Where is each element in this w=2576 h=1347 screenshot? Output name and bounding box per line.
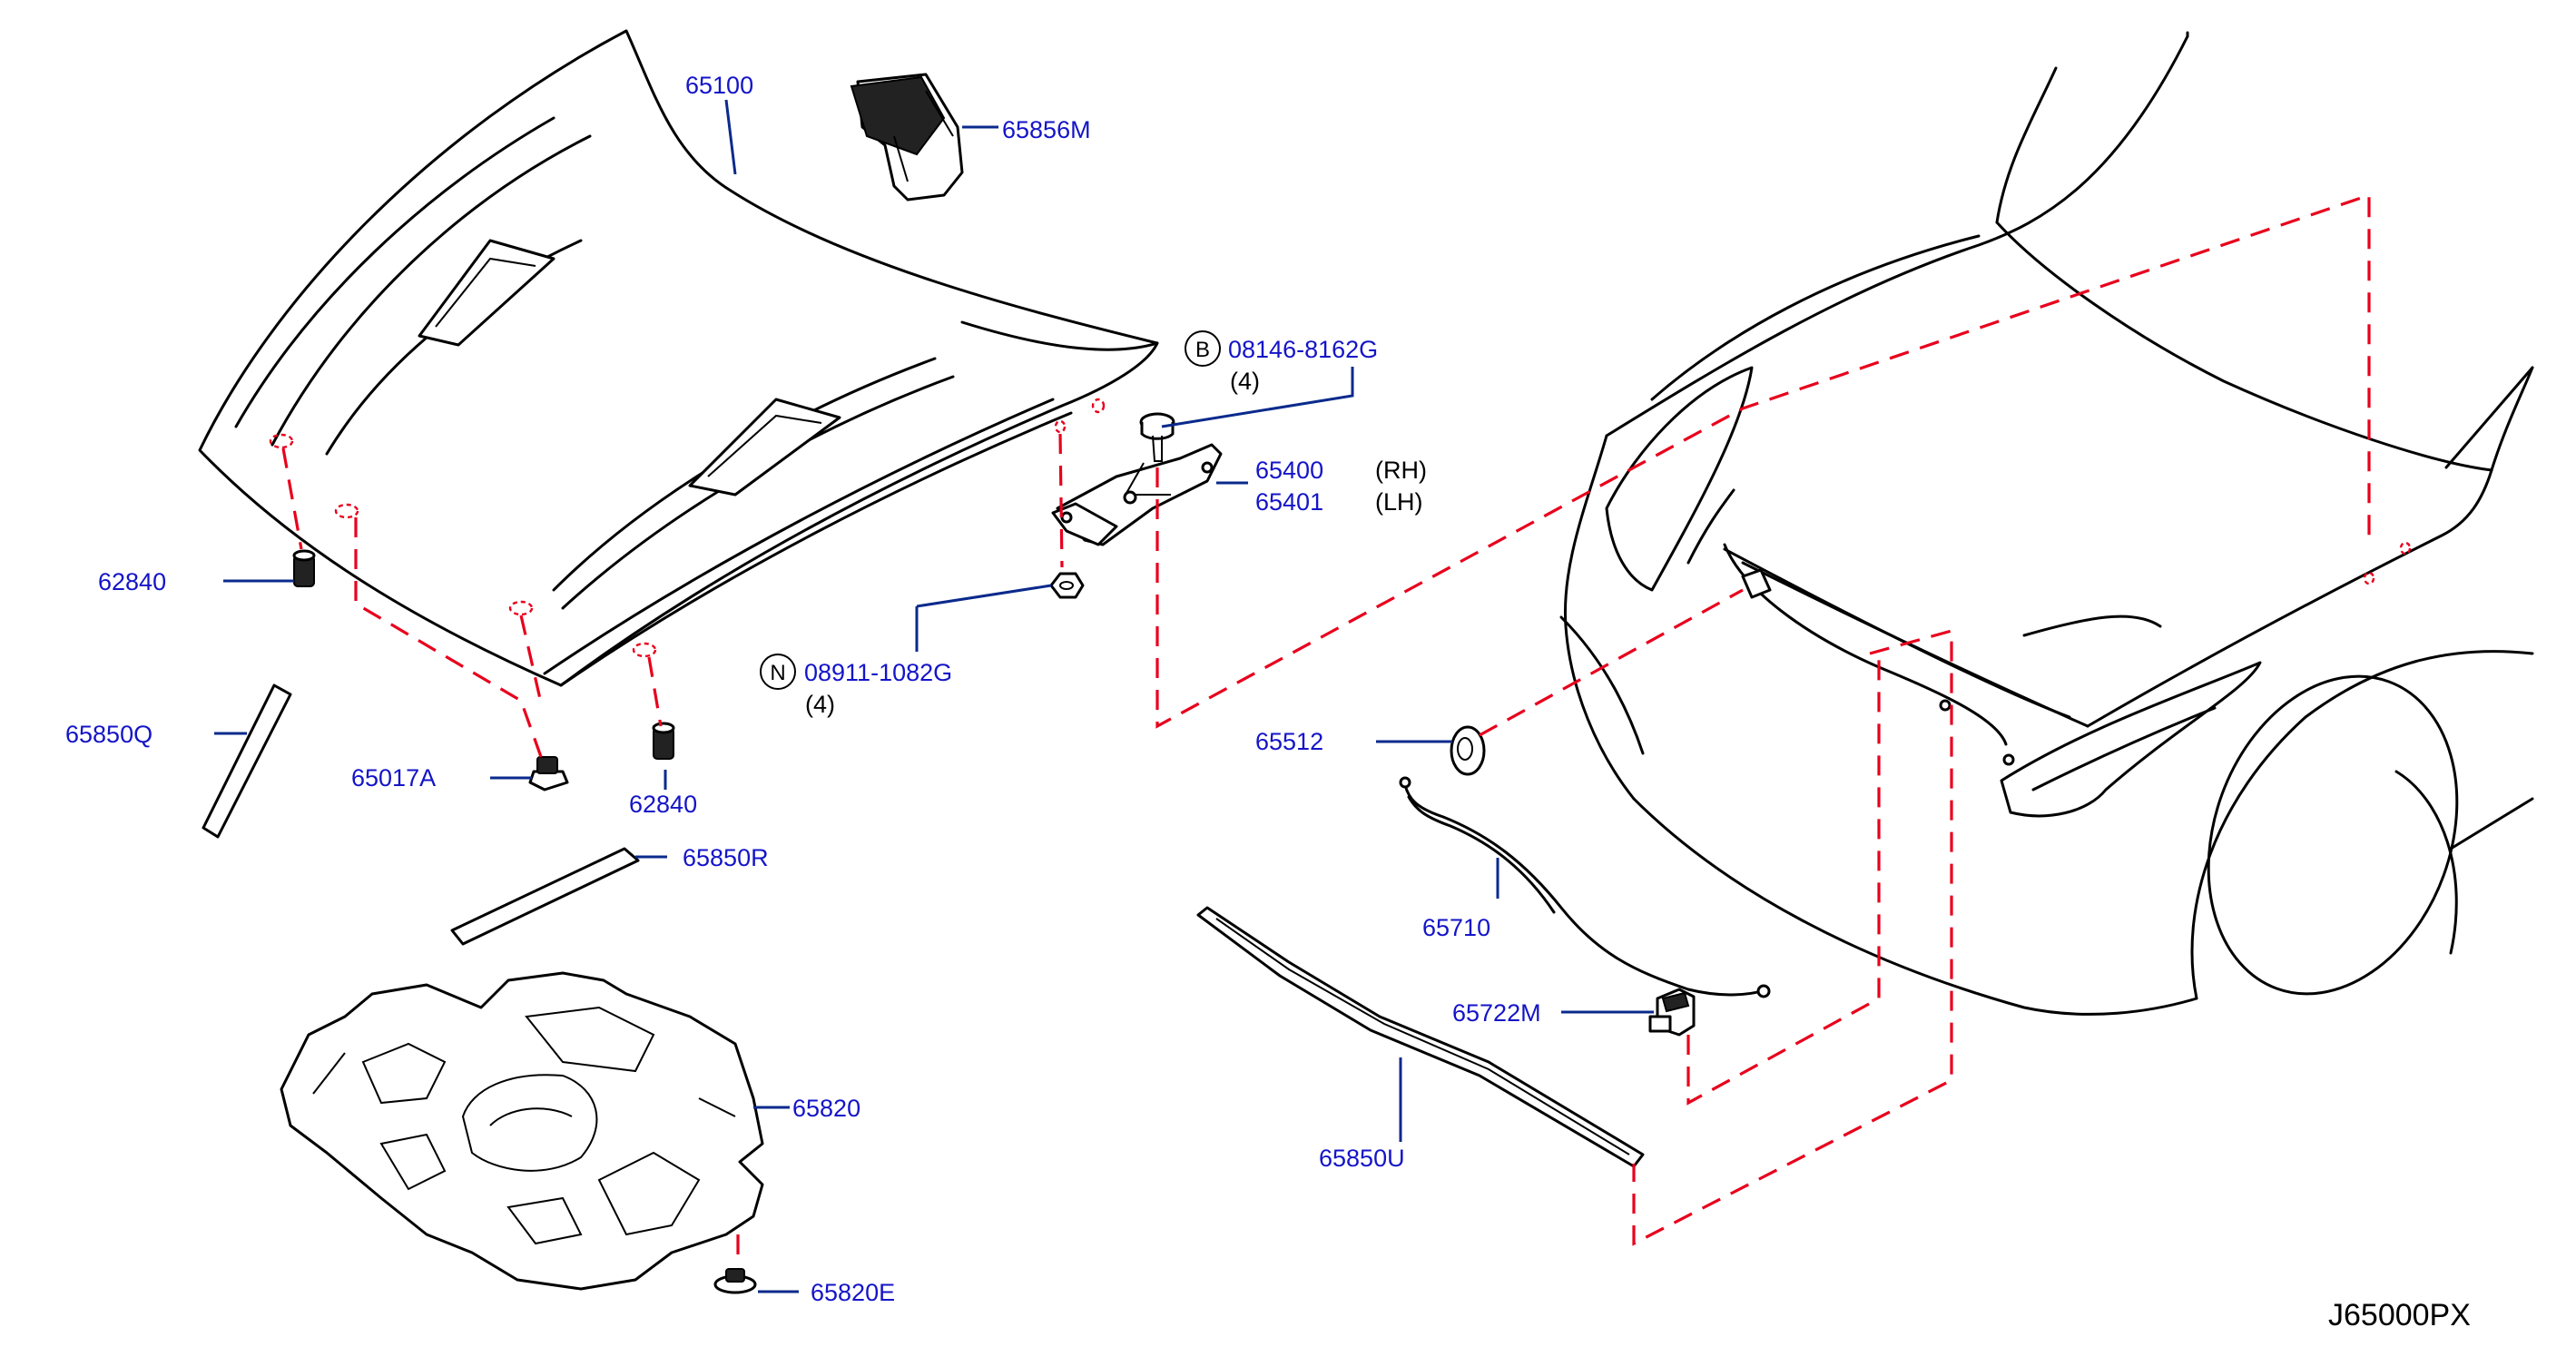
hood-insulator-pad bbox=[850, 73, 964, 202]
label-bumper-rubber-left: 62840 bbox=[98, 568, 166, 595]
label-nut-qty: (4) bbox=[805, 691, 835, 718]
label-bolt: 08146-8162G bbox=[1228, 336, 1378, 363]
part-labels: 65100 65856M 08146-8162G (4) 65400 (RH) … bbox=[65, 72, 1541, 1306]
label-hood-insulator: 65856M bbox=[1002, 116, 1091, 143]
diagram-code: J65000PX bbox=[2328, 1298, 2471, 1332]
nut-symbol: N bbox=[770, 661, 785, 685]
seal-strip-r bbox=[450, 847, 640, 946]
cable-clamp bbox=[1648, 988, 1696, 1037]
hinge-bolt bbox=[1139, 412, 1175, 462]
hood-lock-stopper bbox=[1450, 725, 1486, 776]
vehicle-front-outline bbox=[1559, 31, 2534, 1016]
label-under-cover: 65820 bbox=[792, 1095, 860, 1122]
label-hinge-lh: 65401 bbox=[1255, 488, 1323, 516]
hood-hinge bbox=[1051, 443, 1223, 546]
label-seal-r: 65850R bbox=[683, 844, 769, 871]
under-cover-clip bbox=[713, 1268, 757, 1294]
label-seal-q: 65850Q bbox=[65, 721, 152, 748]
label-hinge-lh-side: (LH) bbox=[1375, 488, 1423, 516]
label-lock-stopper: 65512 bbox=[1255, 728, 1323, 755]
bolt-symbol: B bbox=[1195, 338, 1210, 362]
hinge-nut bbox=[1049, 572, 1085, 599]
hood-panel bbox=[198, 29, 1159, 687]
label-clip: 65017A bbox=[351, 764, 436, 791]
label-bumper-rubber-center: 62840 bbox=[629, 791, 697, 818]
seal-strip-q bbox=[202, 683, 292, 839]
label-under-cover-clip: 65820E bbox=[811, 1279, 895, 1306]
label-release-cable: 65710 bbox=[1422, 914, 1490, 941]
assembly-guide-lines bbox=[269, 192, 2412, 1266]
label-hinge-rh: 65400 bbox=[1255, 457, 1323, 484]
seal-strip-u bbox=[1196, 906, 1645, 1168]
label-nut: 08911-1082G bbox=[804, 659, 952, 686]
label-clamp: 65722M bbox=[1452, 999, 1541, 1027]
label-hinge-rh-side: (RH) bbox=[1375, 457, 1427, 484]
hood-release-cable bbox=[1399, 776, 1771, 998]
leader-lines bbox=[214, 99, 1654, 1293]
bumper-rubber-left bbox=[292, 549, 316, 587]
hood-clip bbox=[528, 756, 569, 791]
label-bolt-qty: (4) bbox=[1230, 368, 1260, 395]
label-hood: 65100 bbox=[685, 72, 753, 99]
bumper-rubber-center bbox=[652, 722, 675, 760]
engine-under-cover bbox=[280, 971, 764, 1291]
bolt-symbol-circle: B bbox=[1185, 330, 1221, 367]
nut-symbol-circle: N bbox=[760, 654, 796, 690]
label-seal-u: 65850U bbox=[1319, 1145, 1405, 1172]
